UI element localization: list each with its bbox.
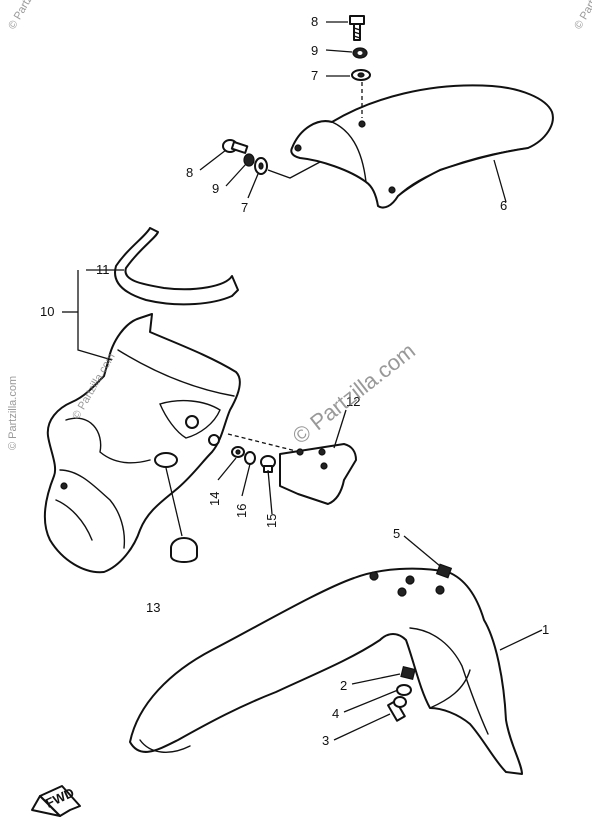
grommet-13[interactable] bbox=[170, 537, 198, 563]
washer-7-side[interactable] bbox=[254, 157, 268, 175]
bolt-8-top[interactable] bbox=[349, 15, 365, 41]
nut-9-top[interactable] bbox=[352, 47, 368, 59]
watermark-top-left: © Partzilla.com bbox=[6, 0, 53, 32]
forward-arrow-icon bbox=[31, 785, 81, 817]
callout-7-top: 7 bbox=[311, 68, 318, 83]
callout-14: 14 bbox=[207, 492, 222, 506]
callout-10: 10 bbox=[40, 304, 54, 319]
watermark-left: © Partzilla.com bbox=[7, 376, 19, 450]
callout-7-side: 7 bbox=[241, 200, 248, 215]
nut-14[interactable] bbox=[231, 446, 245, 458]
callout-9-top: 9 bbox=[311, 43, 318, 58]
bolt-8-side[interactable] bbox=[222, 139, 249, 154]
callout-8-side: 8 bbox=[186, 165, 193, 180]
callout-4: 4 bbox=[332, 706, 339, 721]
nut-5[interactable] bbox=[435, 563, 453, 579]
bolt-15[interactable] bbox=[260, 455, 276, 473]
washer-16[interactable] bbox=[244, 451, 256, 465]
callout-6: 6 bbox=[500, 198, 507, 213]
rear-fender[interactable] bbox=[290, 84, 554, 209]
callout-9-side: 9 bbox=[212, 181, 219, 196]
number-plate-12[interactable] bbox=[279, 443, 357, 505]
watermark-top-right: © Partzilla.com bbox=[572, 0, 592, 32]
callout-13: 13 bbox=[146, 600, 160, 615]
callout-16: 16 bbox=[234, 504, 249, 518]
nut-9-side[interactable] bbox=[243, 153, 255, 167]
callout-15: 15 bbox=[264, 514, 279, 528]
bolt-3[interactable] bbox=[387, 696, 407, 722]
callout-2: 2 bbox=[340, 678, 347, 693]
watermark-main: © Partzilla.com bbox=[288, 338, 420, 449]
washer-4[interactable] bbox=[396, 684, 412, 696]
bracket-2[interactable] bbox=[400, 665, 416, 681]
callout-8-top: 8 bbox=[311, 14, 318, 29]
washer-7-top[interactable] bbox=[351, 69, 371, 81]
callout-12: 12 bbox=[346, 394, 360, 409]
front-fender[interactable] bbox=[129, 567, 523, 775]
headlight-band[interactable] bbox=[114, 227, 239, 306]
callout-1: 1 bbox=[542, 622, 549, 637]
headlight-cowl[interactable] bbox=[43, 313, 241, 574]
callout-3: 3 bbox=[322, 733, 329, 748]
callout-5: 5 bbox=[393, 526, 400, 541]
callout-11: 11 bbox=[96, 262, 110, 277]
